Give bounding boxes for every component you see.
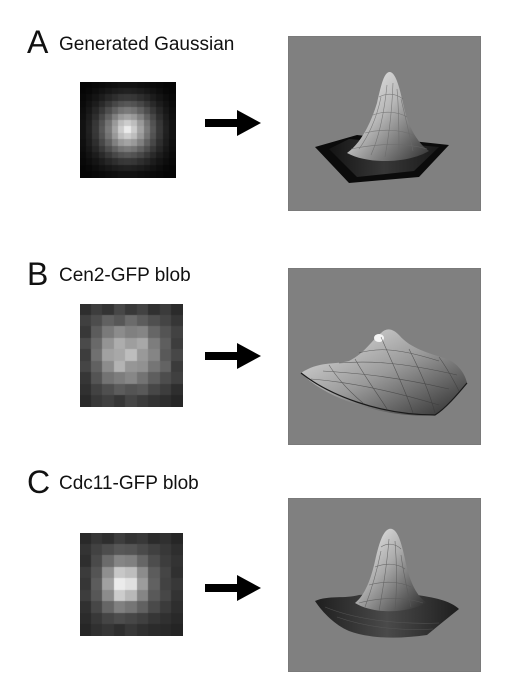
surface-peak-a [347, 71, 429, 162]
surface-peak-c [355, 528, 427, 612]
gaussian-thumbnail [80, 82, 176, 178]
cen2-gfp-thumbnail [80, 304, 183, 407]
right-arrow-icon [205, 575, 261, 601]
panel-title-a: Generated Gaussian [59, 34, 235, 55]
surface-plot-c-graphic [315, 528, 459, 638]
cdc11-gfp-thumbnail [80, 533, 183, 636]
surface-plot-a [288, 36, 481, 211]
panel-title-c: Cdc11-GFP blob [59, 473, 199, 494]
panel-b: B Cen2-GFP blob [0, 240, 505, 460]
panel-a: A Generated Gaussian [0, 0, 505, 230]
right-arrow-icon [205, 110, 261, 136]
panel-letter-b: B [27, 256, 49, 292]
right-arrow-icon [205, 343, 261, 369]
panel-letter-a: A [27, 24, 49, 60]
surface-plot-b-graphic [300, 329, 468, 416]
surface-plot-a-graphic [315, 71, 449, 183]
surface-plot-c [288, 498, 481, 672]
surface-b [301, 329, 467, 416]
panel-letter-c: C [27, 464, 51, 500]
panel-c: C Cdc11-GFP blob [0, 460, 505, 697]
panel-title-b: Cen2-GFP blob [59, 265, 191, 286]
surface-plot-b [288, 268, 481, 445]
